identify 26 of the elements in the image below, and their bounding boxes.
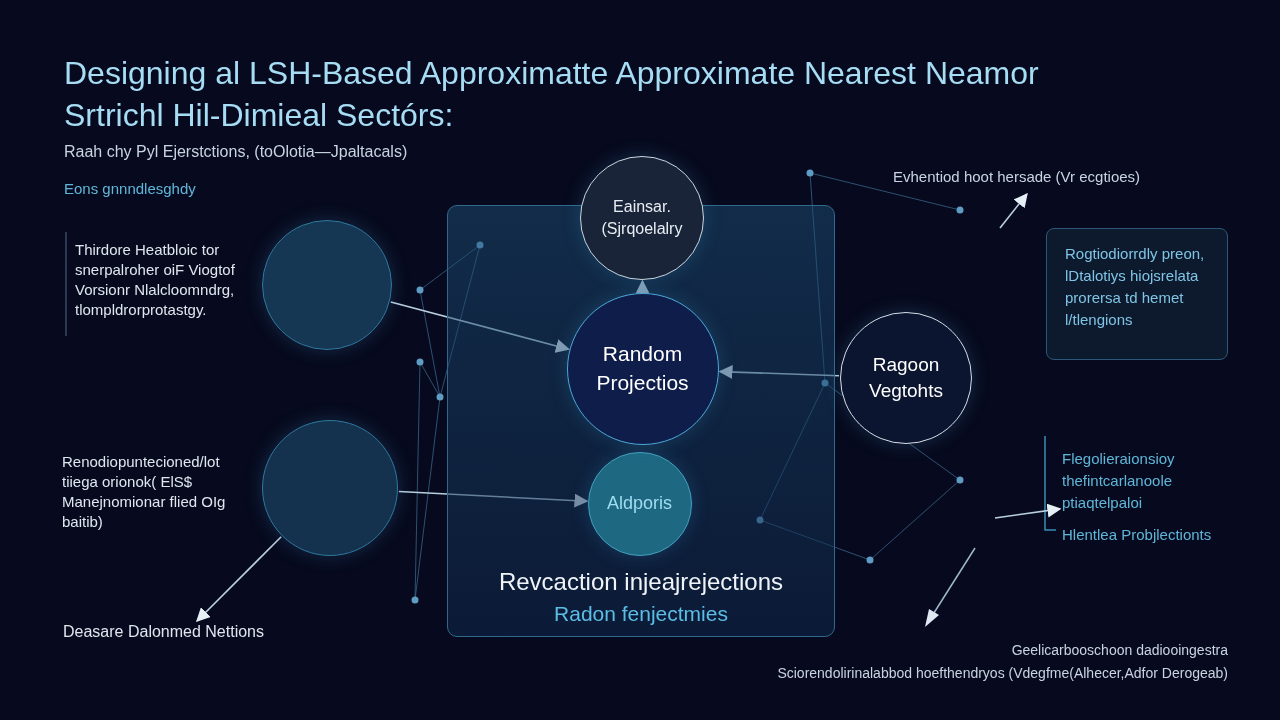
panel-subtitle: Radon fenjectmies — [553, 602, 729, 626]
note-text: Geelicarbooschoon dadiooingestra — [1010, 642, 1228, 658]
arrow — [390, 301, 570, 353]
arrow — [398, 490, 589, 508]
note-text: Raah chy Pyl Ejerstctions, (toOlotia—Jpaltacals) — [64, 143, 409, 161]
panel-title: Revcaction injeajrejections — [497, 568, 785, 596]
annotation-text: Deasare Dalonmed Nettions — [63, 623, 303, 647]
note-text: Flegolieraionsioy thefintcarlanoole ptiaqtelpaloi — [1062, 449, 1176, 513]
text-card — [1046, 228, 1228, 360]
note-text: Sciorendolirinalabbod hoefthendryos (Vdegfme(Alhecer,Adfor Derogeab) — [776, 665, 1228, 681]
node-caption: Thirdore Heatbloic tor snerpalroher oiF Viogtof Vorsionr Nlalcloomndrg, tlompldrorprotastgy. — [75, 240, 236, 320]
title: Designing al LSH-Based Approximatte Approximate Nearest Neamor Srtrichl Hil-Dimieal Sectórs: — [64, 54, 1040, 135]
node-label: Rogtiodiorrdly preon, lDtalotiys hiojsrelata prorersa td hemet l/tlengions — [1065, 244, 1206, 330]
node-label: Aldporis — [607, 492, 672, 516]
note-text: Eons gnnndlesghdy — [64, 180, 197, 197]
node-caption: Renodiopuntecioned/lot tiiega orionok( ElS$ Manejnomionar flied OIg baitib) — [62, 452, 227, 532]
node-label: Eainsar. (Sjrqoelalry — [600, 197, 684, 239]
node-label: Random Projectios — [595, 341, 690, 396]
arrow — [635, 279, 650, 294]
note-footer: Hlentlea Probjlectionts — [1062, 524, 1242, 546]
node-label: Ragoon Vegtohts — [868, 353, 944, 403]
arrow — [196, 536, 282, 622]
arrow — [718, 365, 840, 380]
annotation-text: Evhentiod hoot hersade (Vr ecgtioes) — [893, 168, 1183, 192]
arrow — [994, 503, 1062, 519]
arrow — [999, 192, 1028, 229]
